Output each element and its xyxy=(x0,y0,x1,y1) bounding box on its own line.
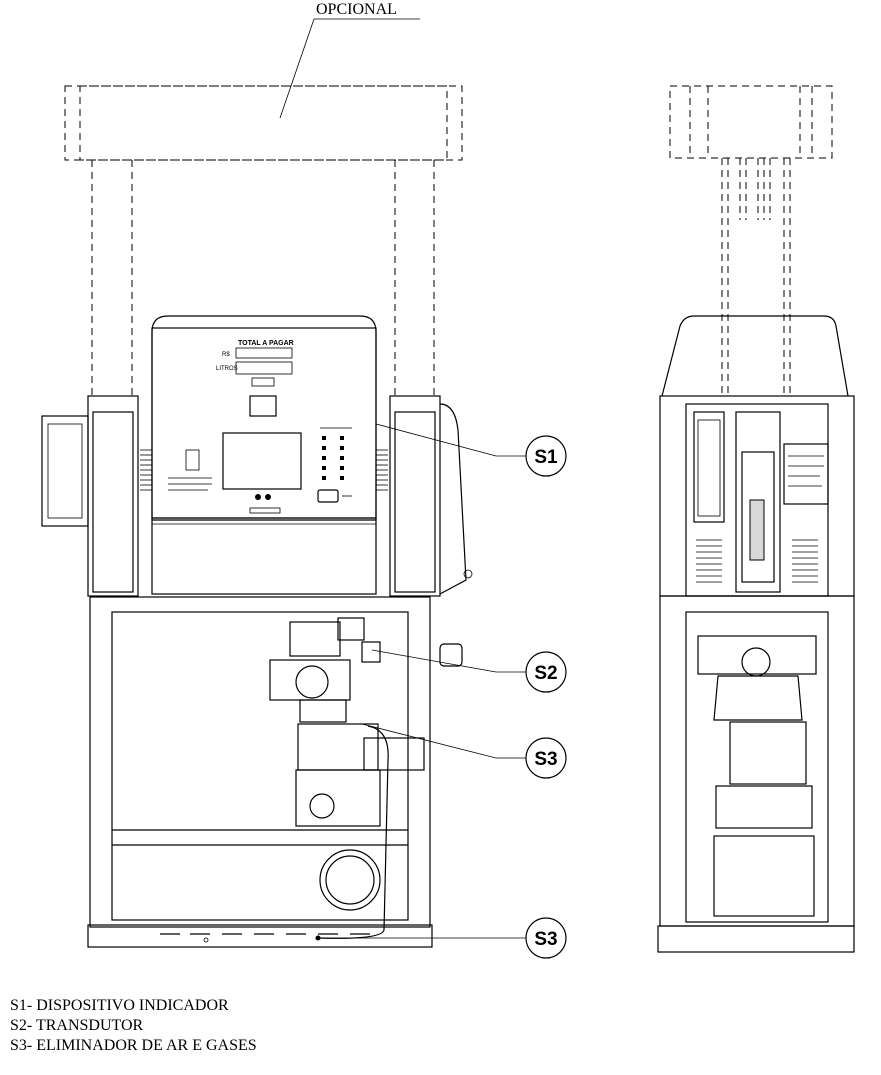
optional-label: OPCIONAL xyxy=(316,1,397,18)
left-grille xyxy=(140,449,152,491)
optional-leader xyxy=(279,18,420,119)
optional-canopy-front xyxy=(64,85,463,395)
legend-item-s1: S1- DISPOSITIVO INDICADOR xyxy=(10,997,229,1014)
legend-item-s2: S2- TRANSDUTOR xyxy=(10,1017,144,1034)
pump-assembly xyxy=(295,723,425,939)
keypad xyxy=(317,427,352,503)
callout-s3-upper: S3 xyxy=(361,723,567,779)
display-title: TOTAL A PAGAR xyxy=(238,340,294,347)
callout-s2: S2 xyxy=(371,649,567,693)
callout-s1: S1 xyxy=(375,423,567,477)
callout-s3-lower-label: S3 xyxy=(534,929,557,950)
callout-s2-label: S2 xyxy=(534,663,557,684)
display-volume-label: LITROS xyxy=(216,366,238,372)
front-view: TOTAL A PAGAR R$ LITROS xyxy=(41,315,473,948)
right-grille xyxy=(376,449,388,491)
display-panel: TOTAL A PAGAR R$ LITROS xyxy=(168,340,302,514)
side-view xyxy=(657,85,855,953)
display-currency: R$ xyxy=(222,352,230,358)
legend-item-s3: S3- ELIMINADOR DE AR E GASES xyxy=(10,1037,257,1054)
callout-s3-lower: S3 xyxy=(315,917,567,959)
callout-s3-upper-label: S3 xyxy=(534,749,557,770)
optional-canopy-side xyxy=(669,85,833,398)
side-grilles xyxy=(696,539,818,583)
meter-assembly xyxy=(269,617,463,723)
legend: S1- DISPOSITIVO INDICADOR S2- TRANSDUTOR… xyxy=(10,996,257,1056)
callout-s1-label: S1 xyxy=(534,447,558,468)
